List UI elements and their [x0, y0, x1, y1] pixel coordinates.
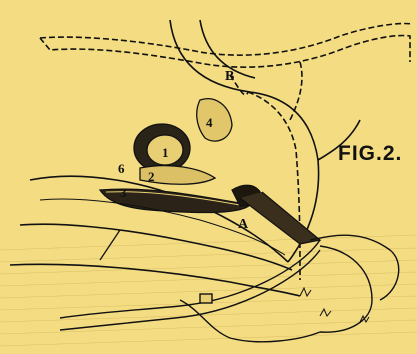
internal-organs	[40, 99, 285, 260]
label-1: 1	[162, 146, 169, 159]
label-6: 6	[118, 162, 125, 175]
figure-caption: FIG.2.	[338, 142, 402, 166]
label-3: 3	[120, 186, 127, 199]
label-b: B	[225, 70, 234, 84]
label-a: A	[238, 218, 248, 232]
label-4: 4	[206, 116, 213, 129]
ground-tufts	[300, 288, 369, 322]
label-2: 2	[148, 170, 155, 183]
